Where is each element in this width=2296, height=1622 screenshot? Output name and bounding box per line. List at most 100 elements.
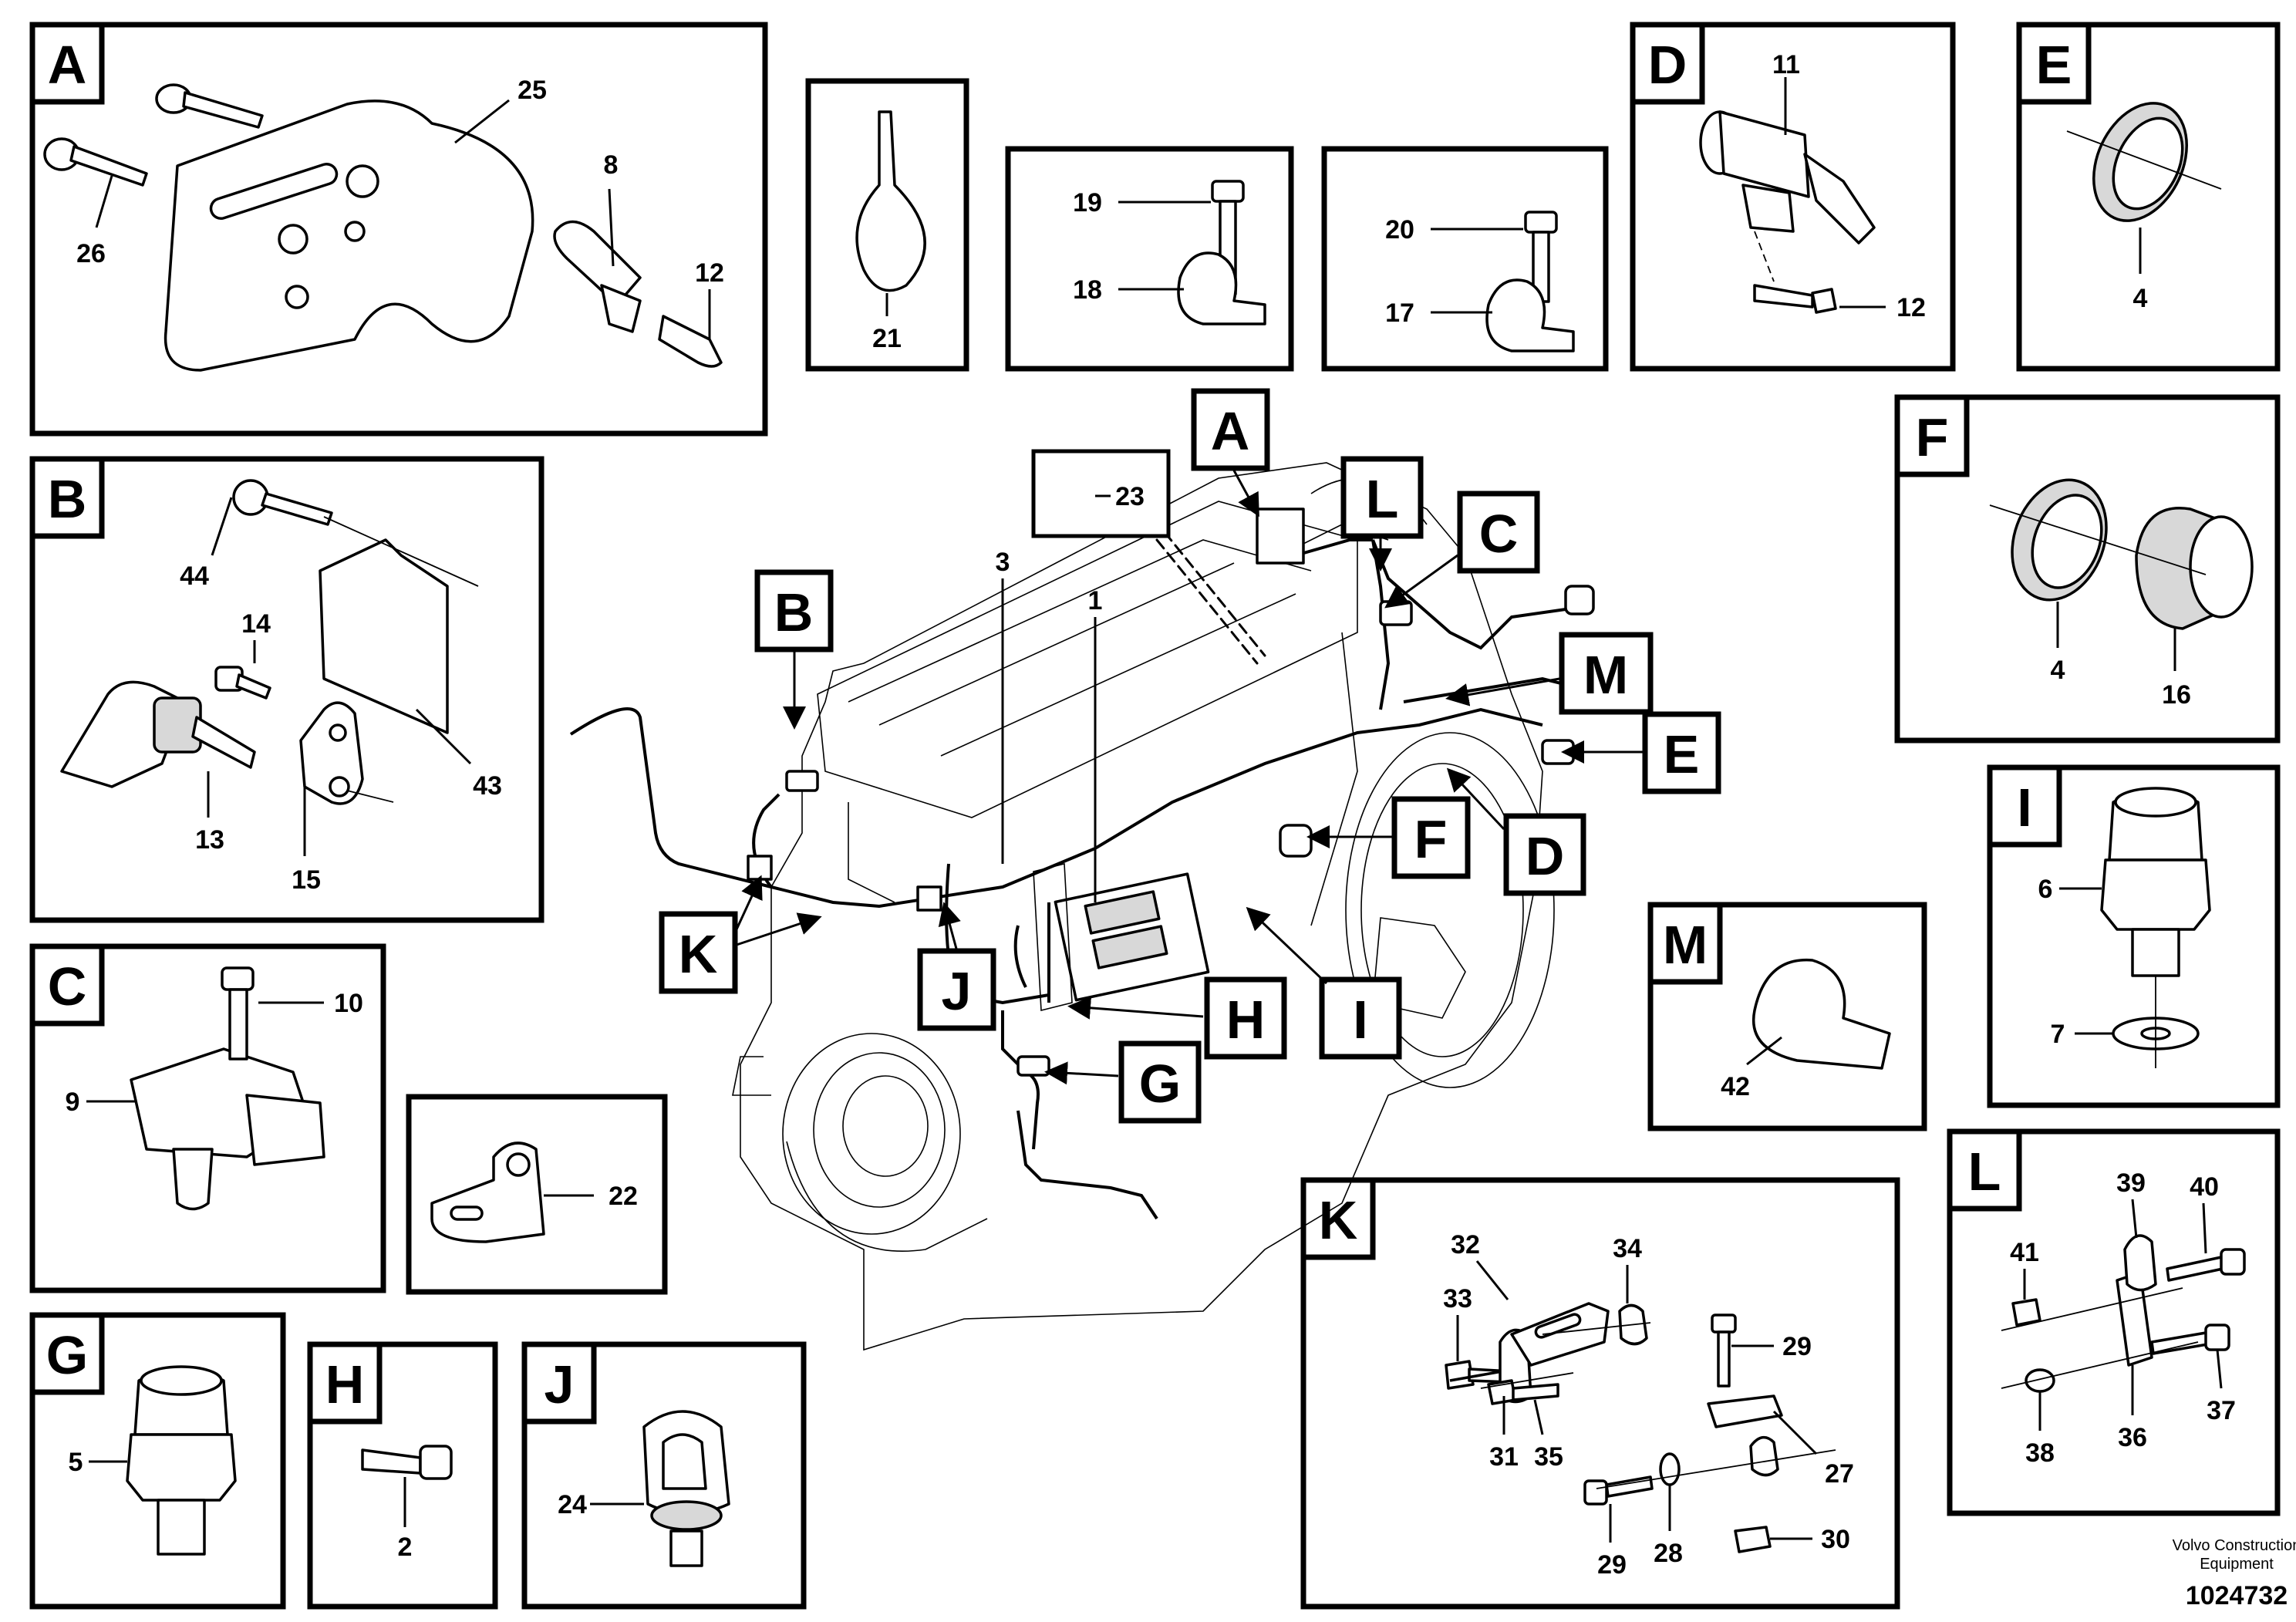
bolt-29-top xyxy=(1711,1313,1737,1388)
bolt-26 xyxy=(43,83,264,187)
panel-a: A 25 26 8 12 xyxy=(29,22,768,437)
panel-d-tag: D xyxy=(1648,35,1687,95)
callout-4-e: 4 xyxy=(2133,284,2148,313)
bolt-12 xyxy=(1753,284,1837,314)
svg-text:B: B xyxy=(774,582,814,642)
bolt-33 xyxy=(1445,1360,1475,1390)
callout-12: 12 xyxy=(695,258,724,288)
callout-33: 33 xyxy=(1443,1284,1472,1313)
washer-28 xyxy=(1659,1452,1681,1486)
svg-text:K: K xyxy=(679,924,718,984)
pointer-tag-c: C xyxy=(1384,491,1540,609)
panel-g-tag-box xyxy=(29,1312,105,1395)
clip-k xyxy=(1749,1435,1779,1477)
callout-42: 42 xyxy=(1721,1072,1750,1101)
sensor-8 xyxy=(553,220,723,368)
bolt-37 xyxy=(2150,1324,2230,1355)
svg-text:A: A xyxy=(1211,401,1250,461)
callout-36: 36 xyxy=(2118,1423,2147,1452)
svg-text:M: M xyxy=(1583,645,1628,705)
pointer-tag-f: F xyxy=(1306,796,1471,879)
svg-text:J: J xyxy=(942,961,972,1021)
pointer-tag-d: D xyxy=(1446,767,1586,896)
callout-12-d: 12 xyxy=(1896,293,1926,322)
panel-b-tag-box xyxy=(29,456,105,539)
callout-30: 30 xyxy=(1821,1525,1850,1554)
callout-43: 43 xyxy=(473,771,502,801)
panel-g: G 5 xyxy=(29,1312,286,1610)
panel-clamp-17: 20 17 xyxy=(1321,146,1609,372)
callout-38: 38 xyxy=(2025,1438,2055,1468)
panel-b: B 44 14 43 13 15 xyxy=(29,456,544,923)
callout-40: 40 xyxy=(2190,1172,2219,1202)
panel-k-tag-box xyxy=(1300,1177,1376,1260)
box-23 xyxy=(1031,449,1171,538)
panel-c-tag-box xyxy=(29,943,105,1027)
bolt-35 xyxy=(1487,1379,1517,1405)
callout-35: 35 xyxy=(1534,1442,1563,1472)
shield-43 xyxy=(319,538,449,734)
callout-4-f: 4 xyxy=(2051,656,2065,685)
sensor-13 xyxy=(60,680,256,788)
svg-text:H: H xyxy=(1226,990,1266,1050)
callout-10: 10 xyxy=(334,989,363,1018)
grommet-15 xyxy=(299,701,364,805)
panel-d-frame xyxy=(1630,22,1956,372)
clip xyxy=(747,855,773,881)
company-name-line1: Volvo Construction xyxy=(2173,1537,2296,1554)
callout-5: 5 xyxy=(69,1448,83,1477)
clip-24 xyxy=(642,1410,730,1567)
svg-text:I: I xyxy=(1353,990,1367,1050)
panel-f: F 4 16 xyxy=(1894,394,2281,744)
company-name-line2: Equipment xyxy=(2200,1556,2274,1573)
panel-h-tag: H xyxy=(325,1354,365,1415)
bolt-44 xyxy=(232,479,333,526)
panel-b-frame xyxy=(29,456,544,923)
callout-44: 44 xyxy=(180,561,209,591)
pointer-tag-i: I xyxy=(1246,906,1402,1060)
callout-37: 37 xyxy=(2207,1396,2236,1425)
clip-39 xyxy=(2123,1234,2157,1292)
pulley xyxy=(782,1033,961,1235)
panel-j: J 24 xyxy=(521,1341,807,1610)
panel-l-tag-box xyxy=(1947,1128,2022,1212)
cable-tie-21 xyxy=(855,110,926,292)
wiring-harness xyxy=(569,508,1595,1220)
panel-k-tag: K xyxy=(1319,1190,1358,1250)
callout-18: 18 xyxy=(1073,275,1102,305)
bolt-14 xyxy=(214,666,271,700)
callout-2: 2 xyxy=(398,1533,413,1562)
bracket-hole xyxy=(278,224,308,255)
panel-j-tag-box xyxy=(521,1341,597,1425)
panel-l-tag: L xyxy=(1968,1141,2001,1202)
panel-17-frame xyxy=(1321,146,1609,372)
pointer-tag-k: K xyxy=(659,875,822,994)
panel-k: K 32 xyxy=(1300,1177,1900,1610)
svg-text:F: F xyxy=(1414,809,1448,869)
callout-1: 1 xyxy=(1088,586,1103,615)
bracket-slot xyxy=(209,163,339,220)
panel-d: D 11 12 xyxy=(1630,22,1956,372)
pointer-tag-l: L xyxy=(1340,456,1424,572)
panel-bracket-22: 22 xyxy=(406,1094,668,1295)
callout-9: 9 xyxy=(66,1088,80,1117)
pressure-sensor-5 xyxy=(126,1365,237,1556)
callout-3: 3 xyxy=(996,548,1010,577)
panel-m-tag-box xyxy=(1647,902,1723,985)
nut-41 xyxy=(2011,1298,2041,1327)
callout-29-bottom: 29 xyxy=(1597,1550,1627,1580)
panel-i-tag-box xyxy=(1987,764,2062,848)
callout-32: 32 xyxy=(1451,1230,1480,1259)
sensor-9 xyxy=(130,1047,325,1211)
connector xyxy=(785,770,819,792)
callout-29-top: 29 xyxy=(1782,1332,1812,1361)
document-number: 1024732 xyxy=(2186,1581,2288,1610)
panel-g-tag: G xyxy=(46,1325,88,1385)
callout-19: 19 xyxy=(1073,188,1102,218)
svg-text:D: D xyxy=(1526,826,1565,886)
callout-41: 41 xyxy=(2010,1238,2039,1267)
connector xyxy=(1379,600,1413,626)
pointer-tag-e: E xyxy=(1561,711,1721,794)
callout-34: 34 xyxy=(1613,1234,1642,1263)
